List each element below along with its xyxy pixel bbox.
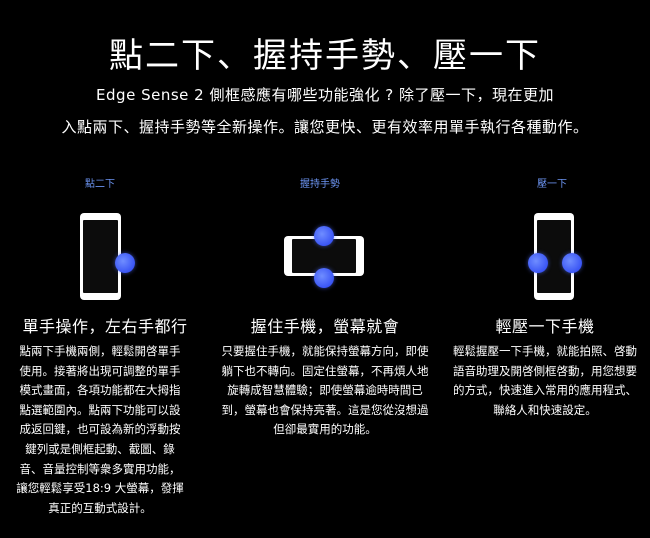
squeeze-point-right-icon: [562, 253, 582, 273]
phone-portrait-illustration: [80, 213, 121, 300]
phone-landscape-illustration: [284, 236, 364, 276]
feature-grip-gesture: 握持手勢 握住手機，螢幕就會 只要握住手機，就能保持螢幕方向，即使躺下也不轉向。…: [220, 0, 430, 538]
feature-tag: 點二下: [85, 179, 115, 190]
feature-squeeze: 壓一下 輕壓一下手機 輕鬆握壓一下手機，就能拍照、啓動語音助理及開啓側框啓動，用…: [440, 0, 650, 538]
subtitle-line-1: Edge Sense 2 側框感應有哪些功能強化 ? 除了壓一下，現在更加: [96, 86, 554, 104]
feature-heading: 握住手機，螢幕就會: [250, 317, 400, 336]
grip-point-top-icon: [314, 226, 334, 246]
feature-heading: 輕壓一下手機: [495, 317, 595, 336]
feature-heading: 單手操作，左右手都行: [22, 317, 188, 336]
tap-point-icon: [115, 253, 135, 273]
page-title: 點二下、握持手勢、壓一下: [109, 36, 541, 76]
feature-description: 只要握住手機，就能保持螢幕方向，即使躺下也不轉向。固定住螢幕，不再煩人地旋轉成智…: [221, 344, 429, 437]
feature-tag: 壓一下: [537, 179, 567, 190]
grip-point-bottom-icon: [314, 268, 334, 288]
subtitle-line-2: 入點兩下、握持手勢等全新操作。讓您更快、更有效率用單手執行各種動作。: [61, 118, 589, 136]
phone-screen: [83, 220, 118, 293]
feature-description: 輕鬆握壓一下手機，就能拍照、啓動語音助理及開啓側框啓動，用您想要的方式，快速進入…: [453, 344, 637, 417]
feature-description: 點兩下手機兩側，輕鬆開啓單手使用。接著將出現可調整的單手模式畫面，各項功能都在大…: [16, 344, 184, 515]
feature-tag: 握持手勢: [300, 179, 340, 190]
feature-double-tap: 點二下 單手操作，左右手都行 點兩下手機兩側，輕鬆開啓單手使用。接著將出現可調整…: [0, 0, 210, 538]
squeeze-point-left-icon: [528, 253, 548, 273]
